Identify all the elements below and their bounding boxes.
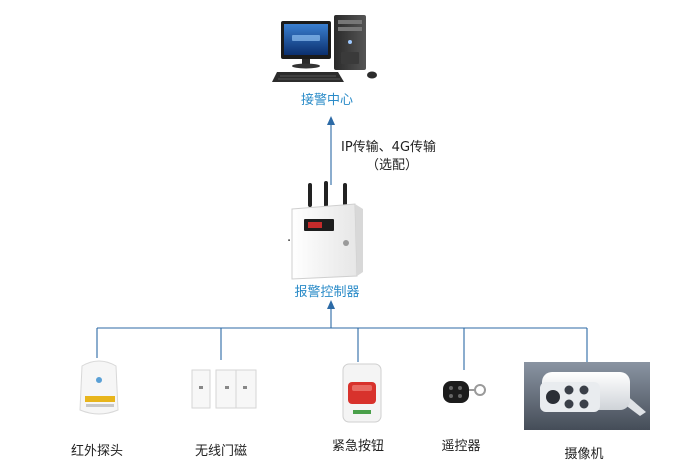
alarm-panel-icon <box>291 181 363 280</box>
transmission-label: IP传输、4G传输 <box>341 139 436 155</box>
panic-button-icon <box>342 363 382 423</box>
device-label-camera: 摄像机 <box>564 447 603 462</box>
uplink-arrow <box>327 116 335 125</box>
alarm-controller-label: 报警控制器 <box>294 284 359 300</box>
camera-icon <box>524 362 650 430</box>
desktop-computer-icon <box>272 15 377 82</box>
connection-lines <box>96 116 588 370</box>
transmission-optional-label: （选配） <box>366 158 418 173</box>
pir-sensor-icon <box>79 360 119 415</box>
device-label-remote: 遥控器 <box>441 439 480 454</box>
bus-arrow <box>327 300 335 309</box>
alarm-center-label: 接警中心 <box>301 92 353 108</box>
device-label-pir: 红外探头 <box>71 443 123 459</box>
device-label-door: 无线门磁 <box>195 444 247 459</box>
remote-keyfob-icon <box>443 381 486 403</box>
door-magnet-icon <box>191 369 257 409</box>
stray-mark: · <box>287 234 291 249</box>
device-label-button: 紧急按钮 <box>332 439 384 454</box>
